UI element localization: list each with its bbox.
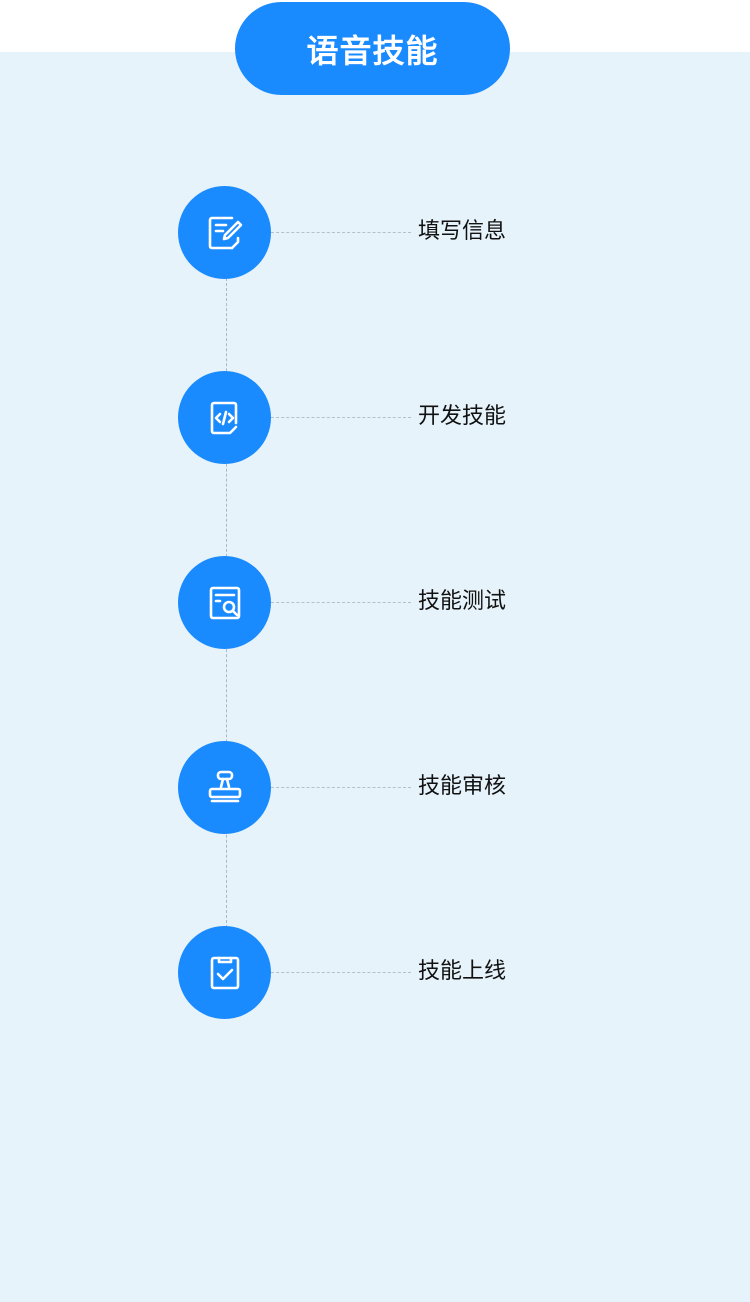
step-connector (271, 417, 411, 418)
step-skill-review: 技能审核 (178, 741, 578, 834)
step-label: 技能上线 (418, 959, 507, 984)
step-label: 技能测试 (418, 589, 507, 614)
edit-document-icon (208, 216, 242, 249)
step-label: 开发技能 (418, 404, 507, 429)
step-skill-launch: 技能上线 (178, 926, 578, 1019)
code-file-icon (210, 401, 237, 434)
clipboard-check-icon (210, 956, 239, 989)
step-fill-info: 填写信息 (178, 186, 578, 279)
step-label: 技能审核 (418, 774, 507, 799)
step-circle (178, 556, 271, 649)
step-connector (271, 232, 411, 233)
document-search-icon (209, 586, 240, 619)
step-circle (178, 741, 271, 834)
step-develop-skill: 开发技能 (178, 371, 578, 464)
step-circle (178, 926, 271, 1019)
step-connector (271, 787, 411, 788)
step-skill-test: 技能测试 (178, 556, 578, 649)
step-circle (178, 371, 271, 464)
step-label: 填写信息 (418, 219, 507, 244)
stamp-icon (208, 770, 241, 802)
page-title: 语音技能 (235, 2, 510, 95)
step-circle (178, 186, 271, 279)
step-connector (271, 972, 411, 973)
step-connector (271, 602, 411, 603)
